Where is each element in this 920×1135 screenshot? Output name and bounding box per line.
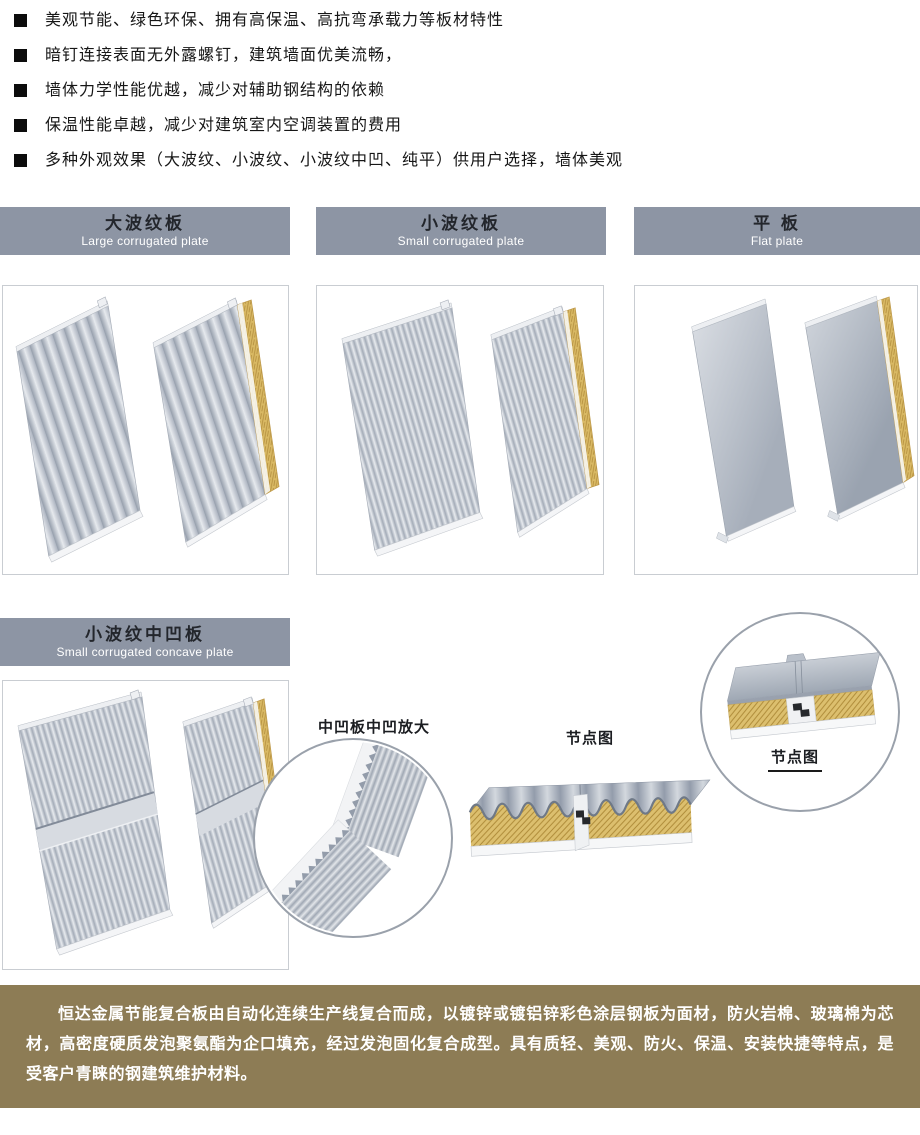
section-header-flat: 平 板 Flat plate bbox=[634, 207, 920, 255]
bullet-square-icon bbox=[14, 14, 27, 27]
node-circle bbox=[700, 612, 900, 812]
section-header-concave: 小波纹中凹板 Small corrugated concave plate bbox=[0, 618, 290, 666]
section-header-large-corrugated: 大波纹板 Large corrugated plate bbox=[0, 207, 290, 255]
small-corrugated-panels-illustration bbox=[341, 299, 600, 557]
node-diagram-illustration bbox=[468, 779, 711, 857]
tongue-groove-joint bbox=[573, 793, 590, 852]
feature-text: 墙体力学性能优越，减少对辅助钢结构的依赖 bbox=[45, 82, 386, 99]
section-title-en: Small corrugated concave plate bbox=[56, 645, 234, 659]
feature-text: 美观节能、绿色环保、拥有高保温、高抗弯承载力等板材特性 bbox=[45, 12, 505, 29]
feature-item: 美观节能、绿色环保、拥有高保温、高抗弯承载力等板材特性 bbox=[14, 10, 874, 45]
bullet-square-icon bbox=[14, 49, 27, 62]
section-title-en: Flat plate bbox=[750, 234, 804, 248]
label-node-diagram: 节点图 bbox=[565, 730, 614, 747]
flat-panels-illustration bbox=[691, 295, 915, 544]
flat-joint-node-illustration bbox=[726, 652, 881, 740]
magnifier-circle bbox=[253, 738, 453, 938]
section-title-en: Small corrugated plate bbox=[397, 234, 525, 248]
bullet-square-icon bbox=[14, 119, 27, 132]
concave-joint-zoom-illustration bbox=[256, 741, 450, 935]
image-small-corrugated-plate bbox=[316, 285, 604, 575]
concave-groove bbox=[35, 792, 158, 851]
feature-list: 美观节能、绿色环保、拥有高保温、高抗弯承载力等板材特性 暗钉连接表面无外露螺钉，… bbox=[14, 10, 874, 185]
image-concave-plate bbox=[2, 680, 289, 970]
section-title-en: Large corrugated plate bbox=[81, 234, 209, 248]
label-node-diagram-circle: 节点图 bbox=[768, 746, 823, 772]
footer-text: 恒达金属节能复合板由自动化连续生产线复合而成，以镀锌或镀铝锌彩色涂层钢板为面材，… bbox=[26, 1006, 894, 1083]
footer-description-bar: 恒达金属节能复合板由自动化连续生产线复合而成，以镀锌或镀铝锌彩色涂层钢板为面材，… bbox=[0, 985, 920, 1108]
large-corrugated-panels-illustration bbox=[15, 296, 280, 563]
feature-item: 多种外观效果（大波纹、小波纹、小波纹中凹、纯平）供用户选择，墙体美观 bbox=[14, 150, 874, 185]
image-flat-plate bbox=[634, 285, 918, 575]
bullet-square-icon bbox=[14, 84, 27, 97]
section-title-cn: 小波纹板 bbox=[421, 214, 501, 233]
label-concave-zoom: 中凹板中凹放大 bbox=[317, 719, 430, 736]
section-header-small-corrugated: 小波纹板 Small corrugated plate bbox=[316, 207, 606, 255]
bullet-square-icon bbox=[14, 154, 27, 167]
feature-item: 保温性能卓越，减少对建筑室内空调装置的费用 bbox=[14, 115, 874, 150]
concave-panels-illustration bbox=[17, 689, 288, 956]
section-title-cn: 大波纹板 bbox=[105, 214, 185, 233]
feature-item: 墙体力学性能优越，减少对辅助钢结构的依赖 bbox=[14, 80, 874, 115]
feature-text: 多种外观效果（大波纹、小波纹、小波纹中凹、纯平）供用户选择，墙体美观 bbox=[45, 152, 624, 169]
section-title-cn: 小波纹中凹板 bbox=[85, 625, 205, 644]
feature-item: 暗钉连接表面无外露螺钉，建筑墙面优美流畅， bbox=[14, 45, 874, 80]
feature-text: 保温性能卓越，减少对建筑室内空调装置的费用 bbox=[45, 117, 403, 134]
image-large-corrugated-plate bbox=[2, 285, 289, 575]
feature-text: 暗钉连接表面无外露螺钉，建筑墙面优美流畅， bbox=[45, 47, 403, 64]
section-title-cn: 平 板 bbox=[753, 214, 801, 233]
